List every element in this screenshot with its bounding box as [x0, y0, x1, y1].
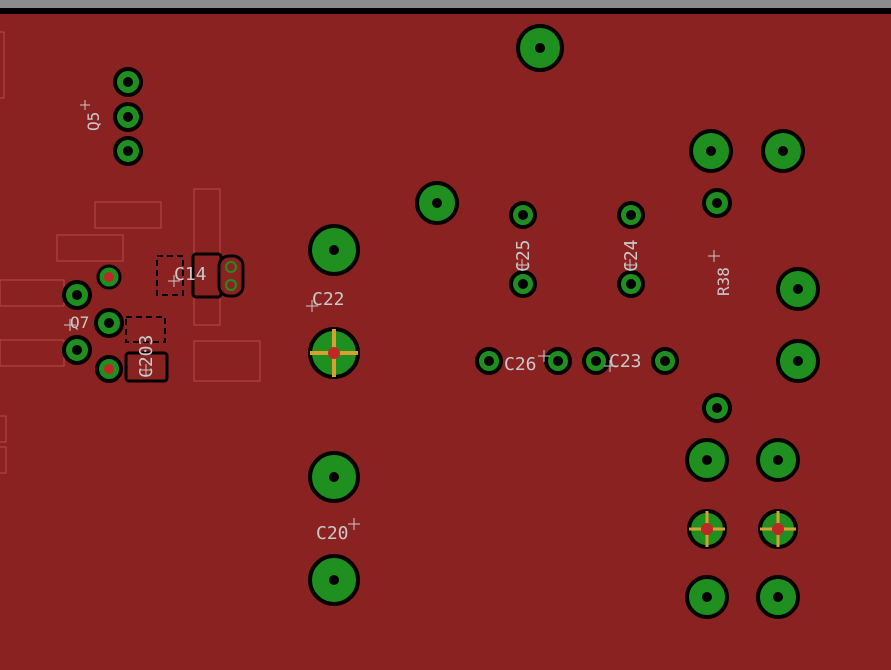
label-c24: C24 [621, 239, 642, 272]
c20-pad-1[interactable] [308, 451, 360, 503]
label-c23: C23 [609, 351, 642, 372]
c203-footprint[interactable] [124, 316, 169, 383]
pads[interactable] [62, 24, 820, 619]
c24-pad-2[interactable] [617, 270, 645, 298]
c23-pad-1[interactable] [582, 347, 610, 375]
c25-pad-2[interactable] [509, 270, 537, 298]
r38-pad-2[interactable] [702, 393, 732, 423]
c25-pad-1[interactable] [509, 201, 537, 229]
label-r38: R38 [714, 267, 733, 296]
c14-footprint[interactable] [156, 252, 245, 299]
label-c25: C25 [513, 239, 534, 272]
pad[interactable] [776, 267, 820, 311]
pad[interactable] [687, 509, 727, 549]
pad[interactable] [95, 355, 123, 383]
pad[interactable] [516, 24, 564, 72]
label-c14: C14 [174, 264, 207, 285]
c23-pad-2[interactable] [651, 347, 679, 375]
q7-pad-1[interactable] [62, 280, 92, 310]
pad[interactable] [415, 181, 459, 225]
label-c203: C203 [136, 335, 157, 378]
q7-pad-2[interactable] [94, 308, 124, 338]
c26-pad-1[interactable] [475, 347, 503, 375]
q5-pad-3[interactable] [113, 136, 143, 166]
pad[interactable] [685, 575, 729, 619]
pad[interactable] [761, 129, 805, 173]
c24-pad-1[interactable] [617, 201, 645, 229]
pad[interactable] [689, 129, 733, 173]
pad[interactable] [758, 509, 798, 549]
pad[interactable] [96, 264, 122, 290]
c22-pad-1[interactable] [308, 224, 360, 276]
top-toolbar-edge [0, 0, 891, 14]
q7-pad-3[interactable] [62, 335, 92, 365]
pad[interactable] [776, 339, 820, 383]
label-c26: C26 [504, 354, 537, 375]
pad[interactable] [756, 575, 800, 619]
label-q7: Q7 [70, 313, 89, 332]
c20-pad-2[interactable] [308, 554, 360, 606]
label-c20: C20 [316, 523, 349, 544]
q5-pad-1[interactable] [113, 67, 143, 97]
label-c22: C22 [312, 289, 345, 310]
c22-pad-2[interactable] [308, 327, 360, 379]
q5-pad-2[interactable] [113, 102, 143, 132]
label-q5: Q5 [84, 112, 103, 131]
r38-pad-1[interactable] [702, 188, 732, 218]
silkscreen-outlines [0, 31, 261, 474]
pad[interactable] [756, 438, 800, 482]
toolbar-strip [0, 0, 891, 8]
c26-pad-2[interactable] [544, 347, 572, 375]
pad[interactable] [685, 438, 729, 482]
origin-markers [64, 100, 720, 530]
component-labels: Q5 Q7 C14 C203 C22 C20 C25 C24 C26 C23 R… [70, 112, 733, 544]
